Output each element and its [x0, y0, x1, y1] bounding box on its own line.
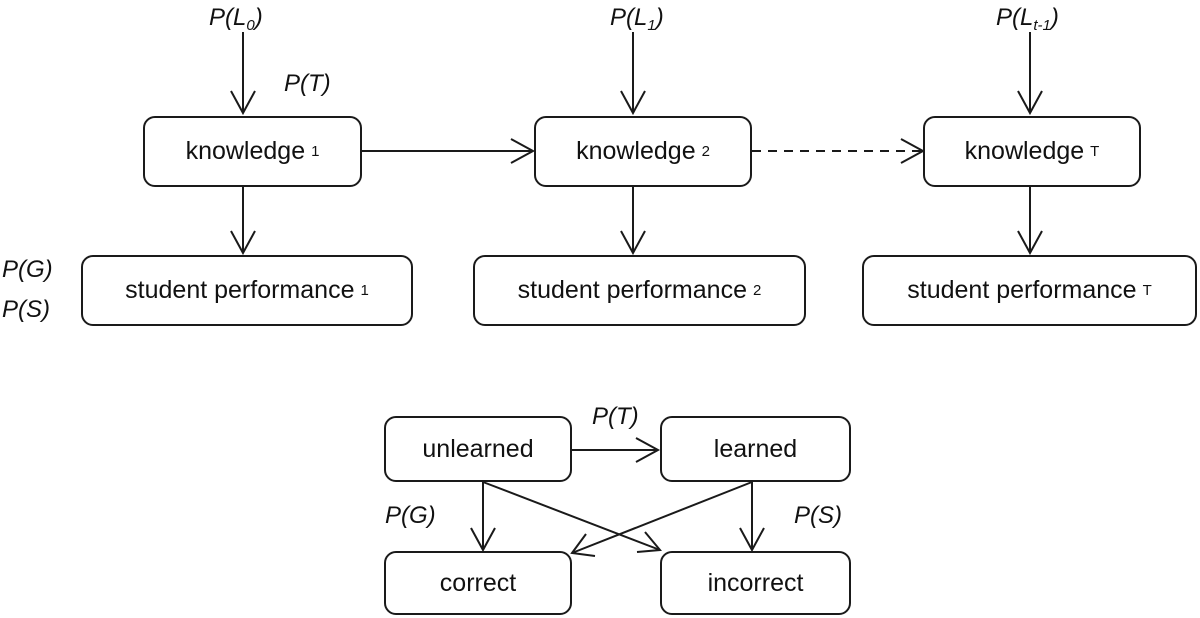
knowledge-node-label: knowledge: [185, 137, 306, 165]
transit-label: P(T): [284, 70, 331, 97]
arrow-unlearned-incorrect: [482, 481, 662, 553]
prior-label-3: P(Lt-1): [996, 4, 1059, 34]
arrow-learned-correct: [570, 481, 753, 557]
arrow-prior-3: [1017, 32, 1043, 116]
performance-node-label: student performance: [517, 276, 747, 304]
arrow-emit-T: [1017, 187, 1043, 256]
arrow-knowledge-1-2: [362, 138, 536, 164]
incorrect-label: incorrect: [707, 568, 804, 597]
guess-label: P(G): [2, 256, 53, 283]
learned-node: learned: [660, 416, 851, 482]
prior-label-1: P(L0): [209, 4, 263, 34]
correct-node: correct: [384, 551, 572, 615]
slip-label: P(S): [2, 296, 50, 323]
bottom-guess-label: P(G): [385, 502, 436, 529]
arrow-prior-2: [620, 32, 646, 116]
arrow-unlearned-learned: [572, 437, 661, 463]
arrow-learned-incorrect: [739, 482, 765, 553]
correct-label: correct: [439, 568, 517, 597]
arrow-emit-1: [230, 187, 256, 256]
arrow-unlearned-correct: [470, 482, 496, 553]
arrow-knowledge-2-T: [752, 138, 926, 164]
arrow-emit-2: [620, 187, 646, 256]
bottom-slip-label: P(S): [794, 502, 842, 529]
bottom-transit-label: P(T): [592, 403, 639, 430]
unlearned-label: unlearned: [422, 434, 534, 463]
prior-label-2: P(L1): [610, 4, 664, 34]
knowledge-node-label: knowledge: [576, 137, 696, 165]
unlearned-node: unlearned: [384, 416, 572, 482]
performance-node-label: student performance: [907, 276, 1137, 304]
knowledge-node-label: knowledge: [964, 137, 1085, 165]
incorrect-node: incorrect: [660, 551, 851, 615]
arrow-prior-1: [230, 32, 256, 116]
performance-node-label: student performance: [125, 276, 355, 304]
learned-label: learned: [713, 434, 798, 463]
